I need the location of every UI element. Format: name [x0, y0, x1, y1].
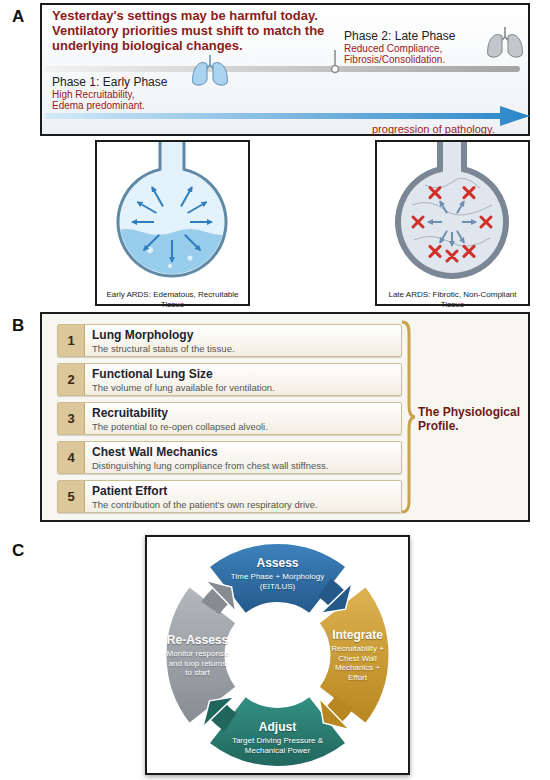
image-box: Early ARDS: Edematous, Recruitable Tissu… [95, 140, 250, 306]
timeline-bar [45, 66, 520, 72]
arrow-shaft [218, 711, 230, 722]
image-caption: Late ARDS: Fibrotic, Non-Compliant Tissu… [380, 290, 525, 310]
phase-tick [334, 50, 336, 69]
list-item: 1 Lung MorphologyThe structural status of… [57, 324, 402, 357]
item-description: The potential to re-open collapsed alveo… [92, 421, 397, 432]
segment-outline [209, 696, 347, 767]
phase-marker [332, 66, 339, 73]
panel-frame: BThe Physiological Profile.1Lung Morphol… [40, 312, 530, 522]
segment-label-group: Re-AssessMonitor response and loop retur… [166, 633, 230, 678]
blocked-arrows [428, 201, 476, 246]
alveolus-wall [118, 142, 226, 276]
curly-brace [402, 322, 415, 512]
segment-title: Adjust [226, 720, 330, 734]
item-title: Lung Morphology [92, 328, 397, 342]
arrow-head [321, 583, 353, 614]
arrow-label: progression of pathology. [372, 123, 522, 135]
segment-outline [209, 543, 347, 614]
segment-description: Monitor response and loop returns to sta… [166, 649, 230, 678]
item-number: 2 [58, 364, 85, 395]
item-number: 1 [58, 325, 85, 356]
image-caption: Early ARDS: Edematous, Recruitable Tissu… [100, 290, 245, 310]
lung-icon [488, 27, 523, 57]
segment-outline [166, 586, 237, 724]
image-box: Late ARDS: Fibrotic, Non-Compliant Tissu… [375, 140, 530, 306]
item-title: Patient Effort [92, 484, 397, 498]
item-number: 4 [58, 442, 85, 473]
headline-text: Yesterday's settings may be harmful toda… [52, 8, 352, 53]
list-item: 5 Patient EffortThe contribution of the p… [57, 480, 402, 513]
alveolus-wall [398, 142, 506, 276]
item-description: The structural status of the tissue. [92, 343, 397, 354]
phase-description: High Recruitability, Edema predominant. [52, 89, 162, 111]
arrow-shaft [210, 596, 221, 608]
profile-label: The Physiological Profile. [418, 405, 526, 433]
phase-title: Phase 2: Late Phase [344, 30, 504, 43]
cycle-arrow [205, 580, 236, 612]
list-item: 2 Functional Lung SizeThe volume of lung … [57, 363, 402, 396]
cycle-segment: Re-AssessMonitor response and loop retur… [163, 584, 239, 726]
panel-frame: AYesterday's settings may be harmful tod… [40, 3, 530, 136]
item-description: The contribution of the patient's own re… [92, 499, 397, 510]
item-title: Functional Lung Size [92, 367, 397, 381]
cycle-arrow [321, 583, 353, 614]
cycle-arrow [203, 697, 235, 728]
list-item: 3 RecruitabilityThe potential to re-open … [57, 402, 402, 435]
segment-description: Target Driving Pressure & Mechanical Pow… [226, 736, 330, 755]
cycle-segment: AssessTime Phase + Morphology (EIT/LUS) [206, 541, 349, 617]
item-number: 3 [58, 403, 85, 434]
arrow-shaft [334, 702, 345, 714]
segment-description: Recruitability + Chest Wall Mechanics + … [326, 644, 390, 682]
edema-fluid [110, 229, 238, 290]
phase-title: Phase 1: Early Phase [52, 76, 192, 89]
arrow-shaft [325, 588, 337, 599]
segment-outline [318, 586, 389, 724]
segment-label-group: IntegrateRecruitability + Chest Wall Mec… [326, 628, 390, 682]
item-title: Recruitability [92, 406, 397, 420]
fibrotic-strands [412, 178, 492, 246]
segment-title: Integrate [326, 628, 390, 642]
item-title: Chest Wall Mechanics [92, 445, 397, 459]
panel-frame: CAssessTime Phase + Morphology (EIT/LUS)… [145, 535, 410, 775]
cycle-segment: AdjustTarget Driving Pressure & Mechanic… [206, 693, 349, 769]
panel-letter: C [12, 541, 36, 560]
expansion-arrows [132, 187, 212, 262]
phase-description: Reduced Compliance, Fibrosis/Consolidati… [344, 43, 464, 65]
arrow-head [203, 697, 235, 728]
segment-title: Re-Assess [166, 633, 230, 647]
block-marks [413, 188, 491, 261]
panel-letter: A [12, 7, 36, 26]
progression-arrow [45, 106, 530, 126]
segment-label-group: AssessTime Phase + Morphology (EIT/LUS) [226, 556, 330, 591]
item-number: 5 [58, 481, 85, 512]
segment-description: Time Phase + Morphology (EIT/LUS) [226, 572, 330, 591]
list-item: 4 Chest Wall MechanicsDistinguishing lung… [57, 441, 402, 474]
segment-label-group: AdjustTarget Driving Pressure & Mechanic… [226, 720, 330, 755]
item-description: Distinguishing lung compliance from ches… [92, 460, 397, 471]
panel-letter: B [12, 316, 36, 335]
lung-icon [193, 55, 228, 85]
cycle-arrow [319, 698, 350, 730]
arrow-head [319, 698, 350, 730]
segment-title: Assess [226, 556, 330, 570]
item-description: The volume of lung available for ventila… [92, 382, 397, 393]
cycle-segment: IntegrateRecruitability + Chest Wall Mec… [316, 584, 392, 726]
arrow-head [205, 580, 236, 612]
